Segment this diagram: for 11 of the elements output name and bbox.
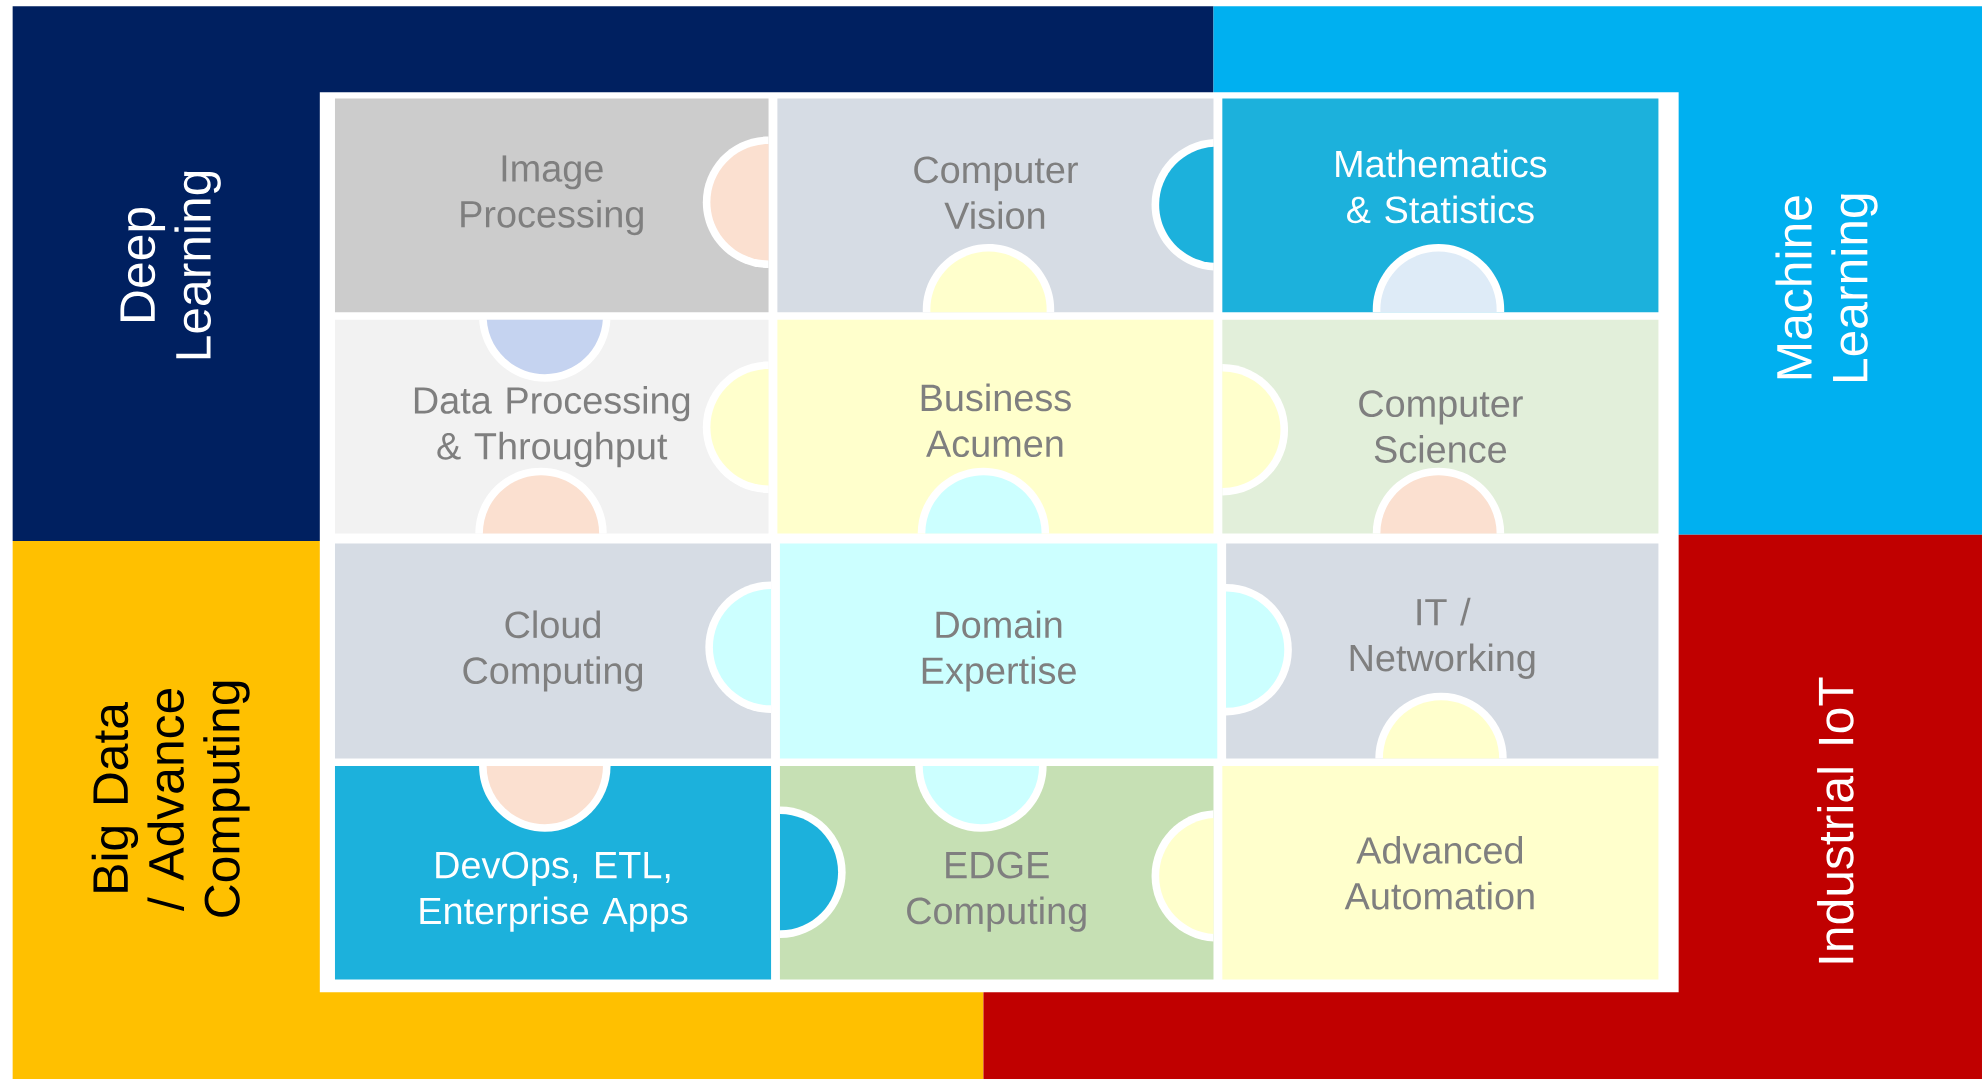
puzzle-tile: Advanced Automation [1222, 765, 1659, 980]
puzzle-tile: Image Processing [335, 98, 769, 312]
band-label: Industrial IoT [1817, 677, 1854, 963]
band-label: Deep Learning [120, 171, 221, 359]
band-label: Big Data / Advance Computing [91, 681, 250, 917]
puzzle-tile: Business Acumen [777, 319, 1214, 534]
puzzle-tile: Cloud Computing [335, 543, 772, 759]
puzzle-tile: DevOps, ETL, Enterprise Apps [335, 765, 772, 980]
puzzle-tile: Mathematics & Statistics [1222, 98, 1659, 312]
band-label: Machine Learning [1775, 194, 1878, 381]
puzzle-tile: Domain Expertise [779, 543, 1218, 759]
